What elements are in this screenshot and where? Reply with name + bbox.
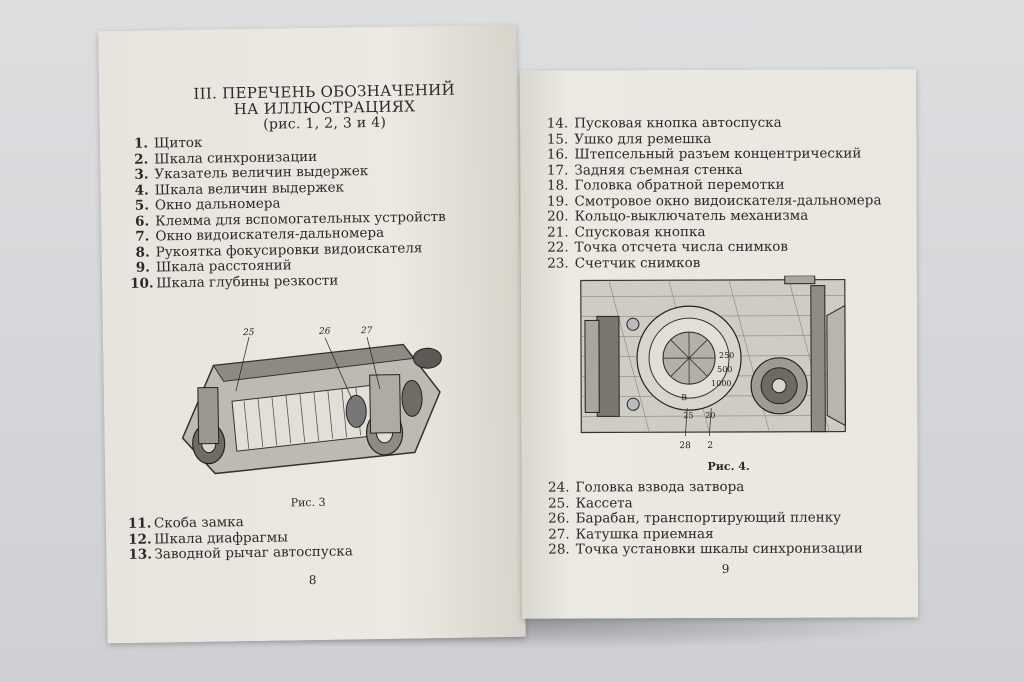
item-number: 25. [548, 495, 570, 512]
list-item: 28. Точка установки шкалы синхронизации [548, 540, 863, 558]
item-text: Точка отсчета числа снимков [574, 238, 789, 256]
list-item: 10.Шкала глубины резкости [130, 271, 447, 291]
item-text: Пусковая кнопка автоспуска [574, 114, 782, 132]
item-text: Головка взвода затвора [575, 478, 745, 496]
item-number: 14. [546, 115, 569, 132]
figure-label-26: 26 [318, 327, 331, 337]
legend-list-11-13: 11.Скоба замка 12.Шкала диафрагмы 13.Зав… [128, 513, 353, 563]
legend-list-24-28: 24. Головка взвода затвора 25. Кассета 26.… [547, 478, 863, 559]
item-number: 26. [548, 510, 570, 527]
item-text: Кольцо-выключатель механизма [574, 207, 809, 225]
figure-label-28: 28 [679, 441, 691, 451]
item-number: 23. [547, 255, 569, 272]
list-item: 13.Заводной рычаг автоспуска [128, 543, 353, 563]
list-item: 20. Кольцо-выключатель механизма [547, 208, 882, 225]
item-number: 1. [133, 135, 149, 152]
list-item: 18. Головка обратной перемотки [546, 177, 881, 194]
item-number: 8. [135, 244, 150, 261]
item-number: 9. [135, 259, 151, 276]
camera-illustration-fig3: 25 26 27 [181, 326, 442, 475]
item-number: 6. [134, 213, 150, 230]
item-text: Головка обратной перемотки [574, 176, 785, 194]
camera-top-illustration-fig4: 250 500 1000 В 25 20 28 2 [580, 275, 846, 451]
item-number: 17. [546, 162, 569, 179]
item-text: Заводной рычаг автоспуска [154, 543, 353, 563]
figure-label-25: 25 [242, 328, 255, 338]
left-page: III. ПЕРЕЧЕНЬ ОБОЗНАЧЕНИЙ НА ИЛЛЮСТРАЦИЯ… [98, 24, 526, 644]
legend-list-1-10: 1.Щиток 2.Шкала синхронизации 3.Указател… [128, 132, 447, 292]
figure-caption: Рис. 3 [290, 495, 326, 510]
item-number: 28. [548, 541, 570, 558]
item-text: Шкала глубины резкости [156, 272, 339, 291]
list-item: 14. Пусковая кнопка автоспуска [546, 115, 881, 132]
list-item: 16. Штепсельный разъем концентрический [546, 146, 881, 163]
item-number: 22. [547, 239, 569, 256]
right-page: 14. Пусковая кнопка автоспуска 15. Ушко дл… [520, 69, 918, 619]
item-text: Точка установки шкалы синхронизации [575, 540, 863, 558]
item-number: 4. [134, 182, 149, 199]
item-text: Барабан, транспортирующий пленку [575, 509, 842, 527]
item-text: Штепсельный разъем концентрический [574, 145, 862, 163]
page-number: 8 [308, 572, 317, 588]
dial-label-250: 250 [719, 351, 734, 360]
page-number: 9 [721, 561, 730, 576]
list-item: 22. Точка отсчета числа снимков [547, 239, 882, 256]
item-number: 21. [547, 224, 569, 241]
item-number: 18. [546, 177, 569, 194]
item-number: 12. [128, 531, 152, 548]
dial-label-25: 25 [683, 411, 693, 420]
item-number: 24. [547, 479, 570, 496]
item-number: 11. [127, 515, 152, 532]
list-item: 26. Барабан, транспортирующий пленку [548, 510, 863, 527]
item-number: 5. [134, 197, 150, 214]
item-text: Счетчик снимков [574, 254, 701, 272]
item-text: Кассета [575, 494, 633, 512]
figure-label-2: 2 [707, 441, 713, 451]
legend-list-14-23: 14. Пусковая кнопка автоспуска 15. Ушко дл… [546, 115, 882, 271]
figure-label-27: 27 [360, 326, 373, 336]
list-item: 23. Счетчик снимков [547, 255, 882, 272]
item-text: Щиток [153, 134, 203, 152]
dial-label-500: 500 [717, 365, 732, 374]
item-number: 20. [547, 208, 569, 225]
item-text: Ушко для ремешка [574, 130, 712, 148]
item-number: 15. [546, 131, 569, 148]
list-item: 24. Головка взвода затвора [547, 478, 862, 497]
item-number: 2. [134, 151, 149, 168]
section-heading: III. ПЕРЕЧЕНЬ ОБОЗНАЧЕНИЙ НА ИЛЛЮСТРАЦИЯ… [169, 81, 480, 134]
item-number: 27. [548, 526, 570, 543]
item-number: 7. [135, 228, 150, 245]
item-number: 10. [130, 274, 154, 292]
dial-label-1000: 1000 [711, 379, 731, 388]
figure-caption: Рис. 4. [707, 459, 750, 474]
dial-label-20: 20 [705, 411, 715, 420]
item-number: 16. [546, 146, 569, 163]
item-number: 3. [134, 166, 149, 183]
item-number: 19. [546, 193, 569, 210]
item-text: Спусковая кнопка [574, 223, 706, 241]
dial-label-v: В [681, 393, 687, 402]
item-number: 13. [128, 546, 153, 563]
